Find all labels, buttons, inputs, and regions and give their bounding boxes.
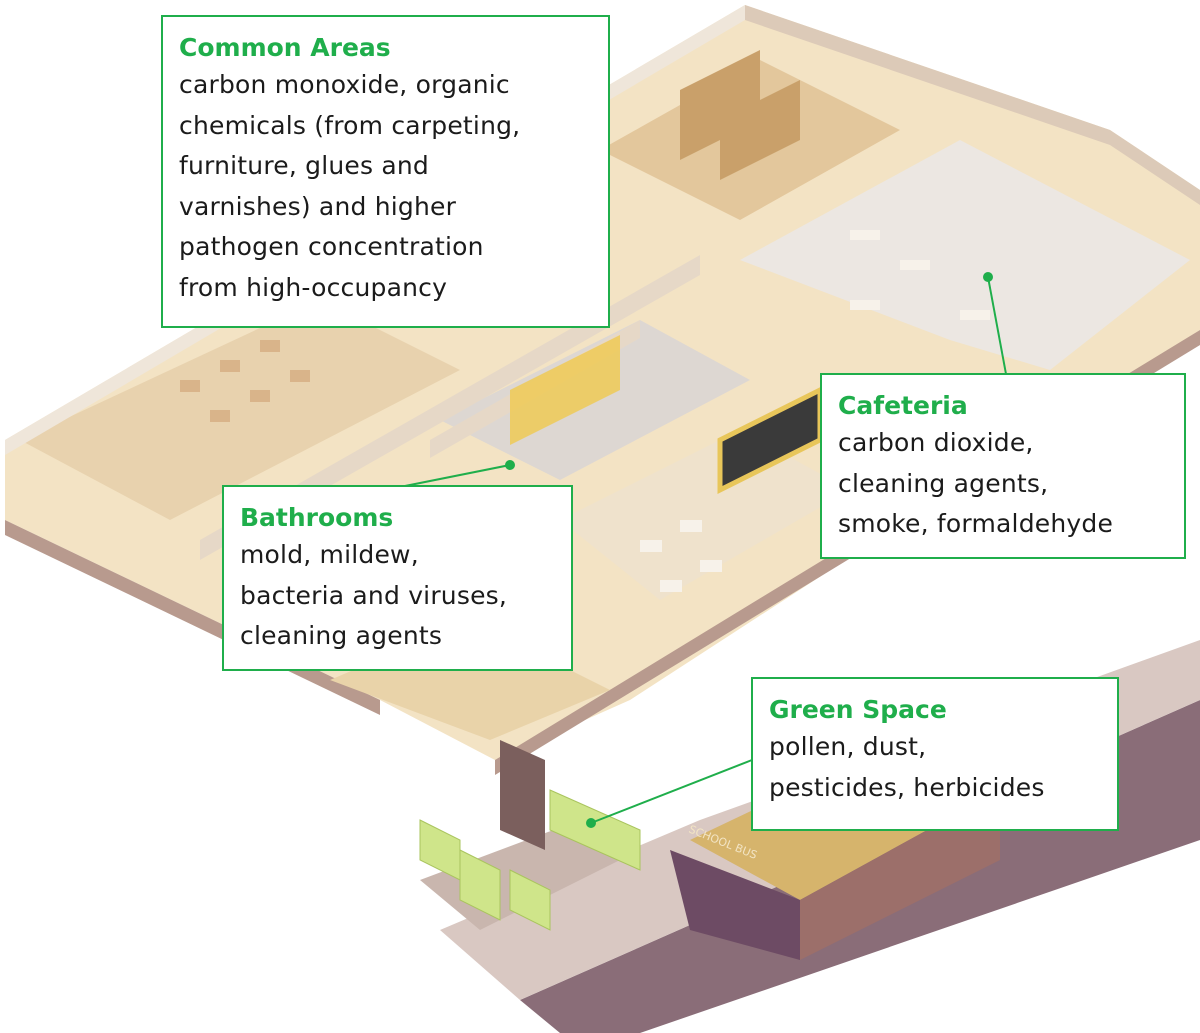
- wall: [1110, 130, 1200, 205]
- callout-body: carbon dioxide, cleaning agents, smoke, …: [838, 423, 1168, 545]
- leader-lines: [404, 272, 1007, 828]
- callout-title: Green Space: [769, 695, 947, 724]
- cafeteria-room: [740, 140, 1190, 370]
- bathroom-stalls: [510, 335, 620, 445]
- callout-body: mold, mildew, bacteria and viruses, clea…: [240, 535, 555, 657]
- classroom-left: [20, 300, 460, 520]
- callout-line: mold, mildew,: [240, 540, 419, 569]
- callout-line: bacteria and viruses,: [240, 580, 508, 610]
- classroom-right: [560, 430, 850, 600]
- callout-line: furniture, glues and: [179, 151, 429, 180]
- door: [500, 740, 545, 850]
- callout-line: cleaning agents,: [838, 468, 1049, 498]
- callout-green-space: Green Space pollen, dust, pesticides, he…: [751, 677, 1119, 831]
- callout-bathrooms: Bathrooms mold, mildew, bacteria and vir…: [222, 485, 573, 671]
- callout-line: pesticides, herbicides: [769, 772, 1045, 802]
- callout-line: carbon monoxide, organic: [179, 70, 510, 99]
- callout-line: chemicals (from carpeting,: [179, 110, 521, 140]
- callout-line: carbon dioxide,: [838, 428, 1034, 457]
- callout-line: from high-occupancy: [179, 272, 448, 302]
- wall: [745, 5, 1110, 145]
- callout-body: pollen, dust, pesticides, herbicides: [769, 727, 1101, 808]
- bookshelves: [680, 50, 800, 180]
- callout-line: pollen, dust,: [769, 732, 927, 761]
- callout-line: varnishes) and higher: [179, 191, 457, 221]
- callout-line: cleaning agents: [240, 621, 443, 650]
- green-hedges: [419, 789, 641, 931]
- callout-body: carbon monoxide, organic chemicals (from…: [179, 65, 592, 308]
- callout-title: Cafeteria: [838, 391, 968, 420]
- wall: [200, 255, 700, 560]
- callout-line: pathogen concentration: [179, 232, 484, 261]
- callout-line: smoke, formaldehyde: [838, 509, 1114, 538]
- callout-common-areas: Common Areas carbon monoxide, organic ch…: [161, 15, 610, 328]
- desks: [180, 230, 990, 592]
- callout-title: Bathrooms: [240, 503, 394, 532]
- callout-title: Common Areas: [179, 33, 391, 62]
- callout-cafeteria: Cafeteria carbon dioxide, cleaning agent…: [820, 373, 1186, 559]
